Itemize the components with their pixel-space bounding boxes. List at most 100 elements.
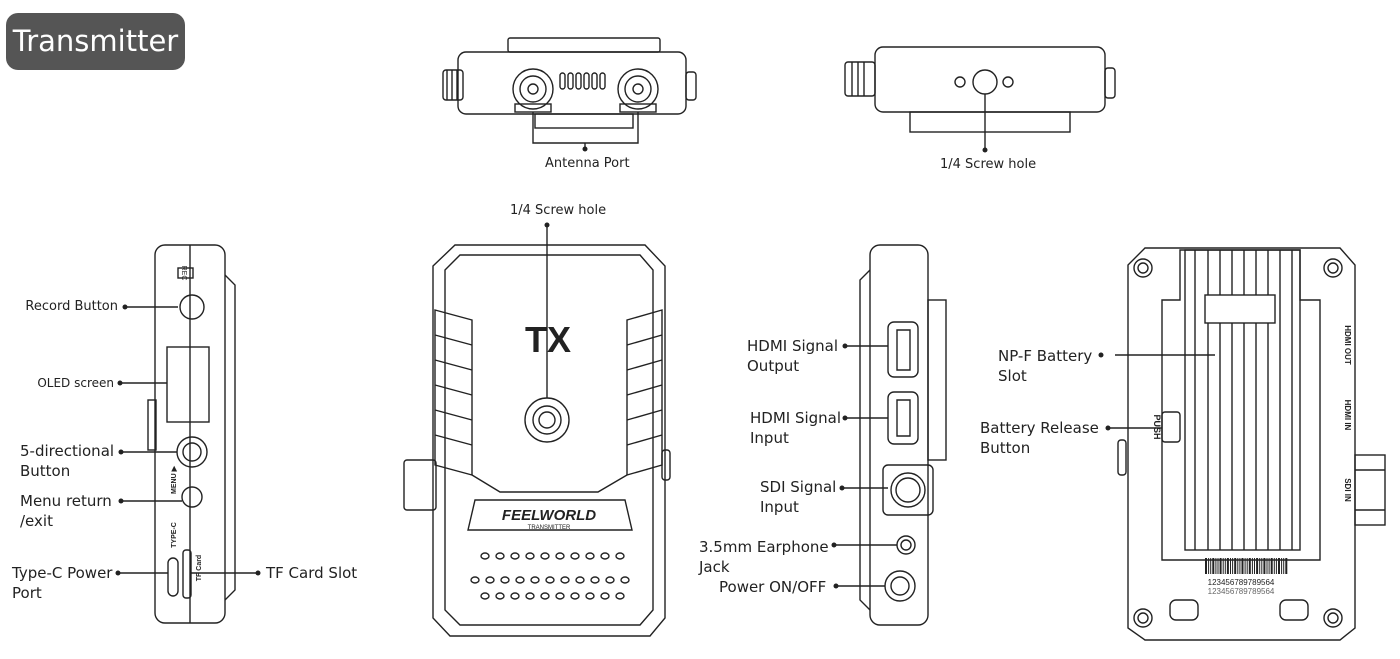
front-vent-dots xyxy=(470,552,630,600)
barcode-bar xyxy=(1234,558,1237,574)
vent-dot xyxy=(620,576,630,584)
tf-card-marking: TF Card xyxy=(196,555,203,581)
barcode-bar xyxy=(1261,558,1263,574)
barcode-bar xyxy=(1224,558,1226,574)
label-release-line1: Battery Release xyxy=(980,419,1099,437)
vent-dot xyxy=(600,592,610,600)
barcode-bar xyxy=(1248,558,1251,574)
vent-dot xyxy=(530,576,540,584)
barcode-bar xyxy=(1241,558,1244,574)
vent-dot xyxy=(515,576,525,584)
label-hdmi-in-line1: HDMI Signal xyxy=(750,409,842,427)
barcode-bar xyxy=(1205,558,1207,574)
vent-dot xyxy=(495,592,505,600)
bottom-view xyxy=(844,46,1116,150)
label-five-dir-line1: 5-directional xyxy=(20,442,115,460)
barcode-bar xyxy=(1208,558,1210,574)
barcode-bar xyxy=(1285,558,1288,574)
vent-dot xyxy=(615,592,625,600)
barcode-bar xyxy=(1246,558,1248,574)
label-hdmi-in-line2: Input xyxy=(750,429,789,447)
label-earphone-jack: 3.5mm Earphone Jack xyxy=(699,537,829,577)
label-hdmi-out-line1: HDMI Signal xyxy=(747,337,839,355)
right-side-view xyxy=(834,244,947,626)
barcode-bar xyxy=(1278,558,1280,574)
barcode-bar xyxy=(1244,558,1246,574)
vent-dot xyxy=(615,552,625,560)
vent-dot xyxy=(600,552,610,560)
vent-dot xyxy=(570,552,580,560)
label-five-dir-line2: Button xyxy=(20,462,71,480)
vent-dot xyxy=(500,576,510,584)
barcode-bar xyxy=(1256,558,1259,574)
barcode-bar xyxy=(1273,558,1275,574)
vent-dot xyxy=(555,552,565,560)
vent-dot xyxy=(495,552,505,560)
label-screw-hole-front: 1/4 Screw hole xyxy=(510,203,607,218)
barcode-bar xyxy=(1266,558,1268,574)
barcode-bar xyxy=(1215,558,1217,574)
label-oled-screen: OLED screen xyxy=(37,376,114,390)
barcode-bar xyxy=(1270,558,1273,574)
tx-logo: TX xyxy=(525,319,571,360)
barcode-bar xyxy=(1232,558,1234,574)
vent-dot xyxy=(545,576,555,584)
vent-dot xyxy=(555,592,565,600)
label-menu-line1: Menu return xyxy=(20,492,112,510)
barcode-bar xyxy=(1226,558,1229,574)
barcode-bar xyxy=(1217,558,1219,574)
label-sdi-input: SDI Signal Input xyxy=(760,477,836,517)
vent-dot xyxy=(470,576,480,584)
vent-slots xyxy=(559,72,606,90)
type-c-marking: TYPE-C xyxy=(171,522,178,548)
barcode-bar xyxy=(1254,558,1255,574)
label-earphone-line1: 3.5mm Earphone xyxy=(699,538,829,556)
label-power-switch: Power ON/OFF xyxy=(719,578,827,596)
label-earphone-line2: Jack xyxy=(699,558,730,576)
menu-marking: MENU ▶ xyxy=(171,465,178,494)
left-side-view xyxy=(118,244,258,624)
barcode-number-gray: 123456789789564 xyxy=(1208,587,1275,596)
hdmi-out-marking: HDMI OUT xyxy=(1343,325,1352,365)
label-five-dir-button: 5-directional Button xyxy=(20,441,114,481)
hdmi-in-marking: HDMI IN xyxy=(1343,400,1352,431)
label-type-c-line1: Type-C Power xyxy=(12,564,113,582)
vent-dot xyxy=(485,576,495,584)
rec-marking: REC xyxy=(180,266,187,281)
vent-dot xyxy=(570,592,580,600)
barcode-bar xyxy=(1237,558,1239,574)
push-marking: PUSH xyxy=(1152,414,1162,439)
vent-dot xyxy=(575,576,585,584)
label-dots xyxy=(115,146,1111,589)
barcode-bar xyxy=(1275,558,1277,574)
barcode-bar xyxy=(1219,558,1222,574)
barcode-bar xyxy=(1210,558,1212,574)
vent-dot xyxy=(540,592,550,600)
barcode-bar xyxy=(1283,558,1285,574)
vent-dot xyxy=(540,552,550,560)
barcode-bar xyxy=(1251,558,1253,574)
label-type-c-power: Type-C Power Port xyxy=(12,563,112,603)
barcode-bar xyxy=(1268,558,1270,574)
vent-dot xyxy=(480,552,490,560)
label-tf-card-slot: TF Card Slot xyxy=(266,564,358,582)
label-npf-battery: NP-F Battery Slot xyxy=(998,346,1092,386)
front-view xyxy=(403,225,671,637)
label-release-line2: Button xyxy=(980,439,1031,457)
label-hdmi-input: HDMI Signal Input xyxy=(750,408,841,448)
label-npf-line2: Slot xyxy=(998,367,1027,385)
label-menu-return: Menu return /exit xyxy=(20,491,112,531)
label-battery-release: Battery Release Button xyxy=(980,418,1099,458)
vent-dot xyxy=(510,592,520,600)
label-record-button: Record Button xyxy=(25,299,118,314)
vent-dot xyxy=(525,552,535,560)
label-hdmi-output: HDMI Signal Output xyxy=(747,336,838,376)
vent-dot xyxy=(585,552,595,560)
vent-dot xyxy=(560,576,570,584)
vent-dot xyxy=(585,592,595,600)
barcode-bar xyxy=(1281,558,1283,574)
barcode-bar xyxy=(1230,558,1231,574)
barcode xyxy=(1205,558,1288,574)
label-npf-line1: NP-F Battery xyxy=(998,347,1093,365)
